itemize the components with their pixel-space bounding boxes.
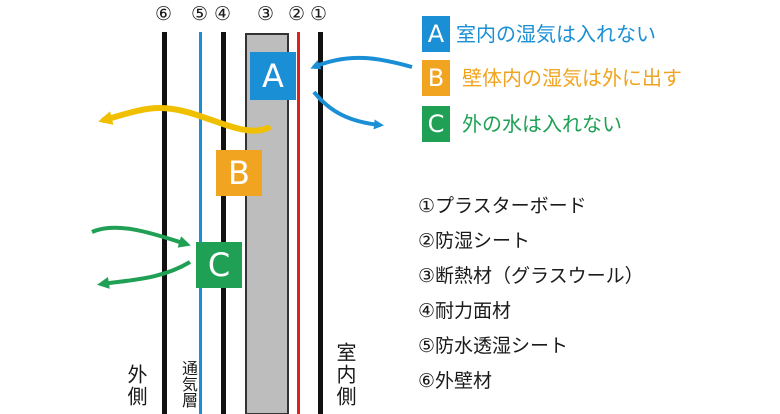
outside-label: 外側	[124, 364, 148, 408]
box-a	[250, 52, 296, 100]
ventilation-layer-label: 通気層	[179, 360, 198, 408]
layer-item-vapor-barrier: ②防湿シート	[418, 230, 531, 252]
layer-exterior-wall	[162, 32, 167, 414]
column-number-3: ③	[257, 3, 275, 25]
layer-item-plaster-board: ①プラスターボード	[418, 195, 587, 217]
legend-badge-a: A	[422, 16, 450, 52]
arrow-c-out	[97, 260, 192, 289]
arrow-a-out	[312, 90, 384, 130]
layer-item-insulation: ③断熱材（グラスウール）	[418, 265, 644, 287]
layer-item-exterior-wall: ⑥外壁材	[418, 370, 493, 392]
column-number-5: ⑤	[191, 3, 209, 25]
column-number-2: ②	[288, 3, 306, 25]
column-number-6: ⑥	[155, 3, 173, 25]
legend-text-c: 外の水は入れない	[462, 112, 622, 136]
layer-item-waterproof-sheet: ⑤防水透湿シート	[418, 335, 569, 357]
arrow-c-in	[91, 225, 191, 248]
layer-plaster-board	[318, 32, 323, 414]
box-b-letter: B	[228, 154, 250, 192]
layer-structural-panel	[221, 32, 226, 414]
legend-text-b: 壁体内の湿気は外に出す	[462, 66, 682, 90]
arrow-b-out	[98, 104, 271, 134]
layer-waterproof-sheet	[199, 32, 202, 414]
column-number-1: ①	[310, 3, 328, 25]
legend-text-a: 室内の湿気は入れない	[456, 22, 656, 46]
box-b	[216, 150, 262, 196]
box-c-letter: C	[207, 246, 231, 284]
legend-badge-c: C	[422, 106, 450, 142]
column-number-4: ④	[214, 3, 232, 25]
box-c	[196, 242, 242, 288]
layer-item-structural-panel: ④耐力面材	[418, 300, 512, 322]
layer-vapor-barrier	[297, 32, 300, 414]
legend-badge-b: B	[422, 60, 450, 96]
box-a-letter: A	[262, 57, 284, 95]
arrow-a-in	[310, 55, 413, 70]
inside-label: 室内側	[333, 342, 357, 408]
